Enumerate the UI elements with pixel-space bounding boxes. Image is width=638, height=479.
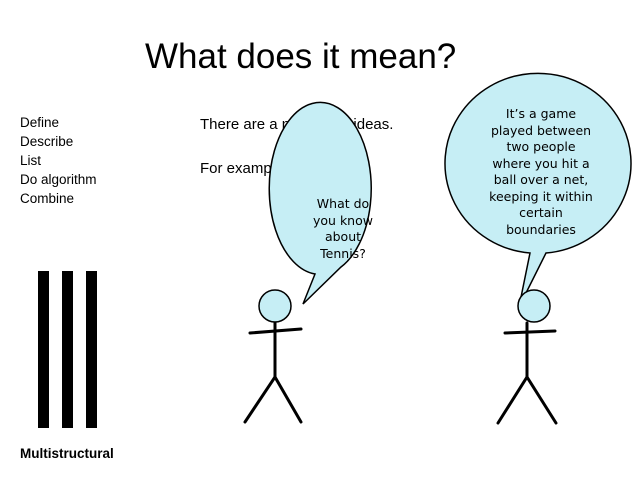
solo-level-label: Multistructural xyxy=(20,446,114,461)
verb-item: Define xyxy=(20,115,60,130)
head-right xyxy=(517,289,551,323)
bubble-line: where you hit a xyxy=(492,155,590,171)
level-bar xyxy=(86,271,97,428)
bubble-line: about xyxy=(324,229,362,244)
verb-list: Define Describe List Do algorithm Combin… xyxy=(20,113,97,208)
head-left xyxy=(258,289,292,323)
bubble-line: keeping it within xyxy=(489,188,593,204)
bubble-line: What do xyxy=(316,196,370,211)
example-label: For example: xyxy=(200,160,288,177)
bubble-line: ball over a net, xyxy=(493,172,589,187)
slide-title: What does it mean? xyxy=(145,37,457,76)
answer-bubble xyxy=(444,72,632,308)
verb-item: List xyxy=(20,153,42,168)
verb-item: Do algorithm xyxy=(20,172,97,187)
answer-bubble-text: It’s a game played between two people wh… xyxy=(475,106,607,238)
verb-item: Describe xyxy=(20,134,74,149)
bubble-line: you know xyxy=(313,212,373,228)
bubble-line: certain xyxy=(519,205,563,220)
bubble-line: boundaries xyxy=(506,221,576,237)
bubble-line: played between xyxy=(490,122,592,138)
bubble-line: Tennis? xyxy=(320,245,366,261)
level-bars xyxy=(38,271,97,428)
level-bar xyxy=(38,271,49,428)
level-bar xyxy=(62,271,73,428)
stick-figure-right xyxy=(496,289,558,425)
question-bubble xyxy=(268,101,372,305)
question-bubble-text: What do you know about Tennis? xyxy=(299,196,387,262)
verb-item: Combine xyxy=(20,191,75,206)
bubble-line: two people xyxy=(506,139,576,154)
bubble-line: It’s a game xyxy=(505,106,577,121)
stick-figure-left xyxy=(243,289,303,424)
